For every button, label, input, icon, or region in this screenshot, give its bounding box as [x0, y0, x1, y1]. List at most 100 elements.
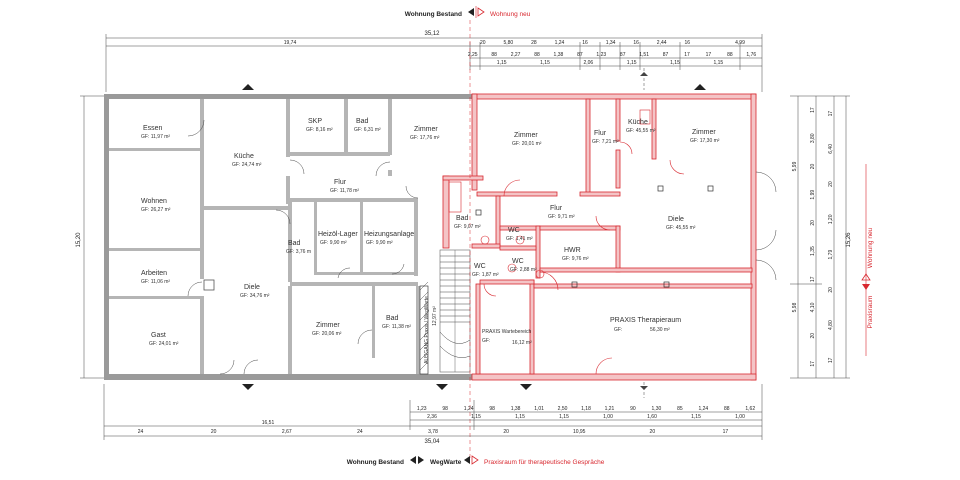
- room-bad-bottom-gf: GF: 11,38 m²: [382, 324, 411, 330]
- dim-right-col1: 5,99 5,98: [792, 161, 798, 312]
- dim-value: 98: [442, 406, 448, 412]
- section-marker-a: [640, 68, 648, 398]
- dim-value: 1,21: [605, 406, 615, 412]
- dim-value: 20: [650, 429, 656, 435]
- dim-value: 1,62: [745, 406, 755, 412]
- room-bad-top-name: Bad: [356, 118, 369, 125]
- dim-value: 88: [491, 52, 497, 58]
- room-heizung-name: Heizungsanlage: [364, 231, 414, 238]
- room-hwr-gf: GF: 9,76 m²: [562, 256, 589, 262]
- right-dimension-lines: [790, 95, 850, 379]
- dim-value: 3,80: [810, 133, 816, 143]
- dim-top-left: 19,74: [284, 40, 297, 46]
- room-zimmer-top-name: Zimmer: [414, 126, 438, 133]
- legend-top-marker: [468, 6, 485, 18]
- dim-value: 20: [211, 429, 217, 435]
- dim-top-total: 35,12: [424, 31, 440, 37]
- dim-value: 20: [810, 333, 816, 339]
- dim-value: 1,15: [713, 60, 723, 66]
- dim-value: 2,67: [282, 429, 292, 435]
- dim-value: 1,60: [647, 414, 657, 420]
- entrance-arrow-top-right: [694, 84, 706, 90]
- room-diele-new-name: Diele: [668, 216, 684, 223]
- room-heizoel-name: Heizöl-Lager: [318, 231, 358, 238]
- dim-value: 87: [577, 52, 583, 58]
- dim-value: 1,15: [627, 60, 637, 66]
- dim-top-right: 4,99: [735, 40, 745, 46]
- dim-left-height: 15,20: [76, 232, 82, 248]
- dim-value: 98: [489, 406, 495, 412]
- legend-bottom-existing: Wohnung Bestand: [347, 459, 404, 466]
- dim-value: 1,24: [464, 406, 474, 412]
- room-treppe-gf: 12,97 m²: [432, 306, 438, 326]
- dim-value: 1,01: [534, 406, 544, 412]
- dim-value: 87: [663, 52, 669, 58]
- dim-value: 20: [810, 164, 816, 170]
- room-diele-left-gf: GF: 34,76 m²: [240, 293, 270, 299]
- dim-value: 1,23: [417, 406, 427, 412]
- room-treppe-name: AUSGANG Praxis / WegWarte: [424, 296, 430, 364]
- dim-value: 1,23: [596, 52, 606, 58]
- dim-value: 1,15: [497, 60, 507, 66]
- dim-bottom-total: 35,04: [424, 439, 440, 445]
- dim-value: 17: [810, 107, 816, 113]
- room-skp-name: SKP: [308, 118, 322, 125]
- dim-value: 5,98: [792, 302, 798, 312]
- dim-value: 1,15: [691, 414, 701, 420]
- room-zimmer-bottom-name: Zimmer: [316, 322, 340, 329]
- dim-value: 1,38: [511, 406, 521, 412]
- dim-value: 1,34: [606, 40, 616, 46]
- room-gast-gf: GF: 24,01 m²: [149, 341, 179, 347]
- dim-value: 1,30: [652, 406, 662, 412]
- dim-value: 5,80: [503, 40, 513, 46]
- room-hwr-name: HWR: [564, 247, 581, 254]
- room-praxis-gf: GF:: [614, 327, 622, 333]
- room-diele-left-name: Diele: [244, 284, 260, 291]
- room-flur-new-name: Flur: [550, 205, 563, 212]
- dim-value: 1,51: [639, 52, 649, 58]
- legend-side-marker: [861, 164, 871, 356]
- dim-value: 17: [810, 361, 816, 367]
- room-zimmer-new1-gf: GF: 20,01 m²: [512, 141, 542, 147]
- dim-value: 1,00: [735, 414, 745, 420]
- dim-value: 1,38: [554, 52, 564, 58]
- room-arbeiten-name: Arbeiten: [141, 270, 167, 277]
- room-praxis-gf-value: 56,30 m²: [650, 327, 670, 333]
- room-kueche-new-gf: GF: 45,55 m²: [626, 128, 656, 134]
- room-wc3-name: WC: [512, 258, 524, 265]
- dim-value: 87: [620, 52, 626, 58]
- dim-bottom-left: 16,51: [262, 420, 275, 426]
- room-bad-new-gf: GF: 9,07 m²: [454, 224, 481, 230]
- dim-value: 17: [706, 52, 712, 58]
- dim-value: 20: [810, 220, 816, 226]
- dim-value: 17: [810, 276, 816, 282]
- room-zimmer-bottom-gf: GF: 20,06 m²: [312, 331, 342, 337]
- dim-value: 16: [633, 40, 639, 46]
- room-labels: Essen GF: 11,97 m² Wohnen GF: 26,27 m² A…: [141, 118, 720, 364]
- dim-value: 6,40: [828, 144, 834, 154]
- room-skp-gf: GF: 8,16 m²: [306, 127, 333, 133]
- dim-value: 1,15: [515, 414, 525, 420]
- legend-top-existing: Wohnung Bestand: [405, 11, 462, 18]
- legend-top-new: Wohnung neu: [490, 11, 531, 18]
- column-markers: [475, 185, 714, 288]
- legend-bottom-marker-2: [464, 455, 479, 465]
- dim-value: 10,95: [573, 429, 586, 435]
- room-zimmer-new2-name: Zimmer: [692, 129, 716, 136]
- dim-value: 5,99: [792, 161, 798, 171]
- dim-value: 1,79: [828, 250, 834, 260]
- dim-value: 85: [677, 406, 683, 412]
- dim-value: 1,99: [810, 190, 816, 200]
- room-heizung-gf: GF: 9,90 m²: [366, 240, 393, 246]
- room-wohnen-name: Wohnen: [141, 198, 167, 205]
- room-zimmer-top-gf: GF: 17,76 m²: [410, 135, 440, 141]
- dim-value: 2,06: [583, 60, 593, 66]
- dim-value: 88: [727, 52, 733, 58]
